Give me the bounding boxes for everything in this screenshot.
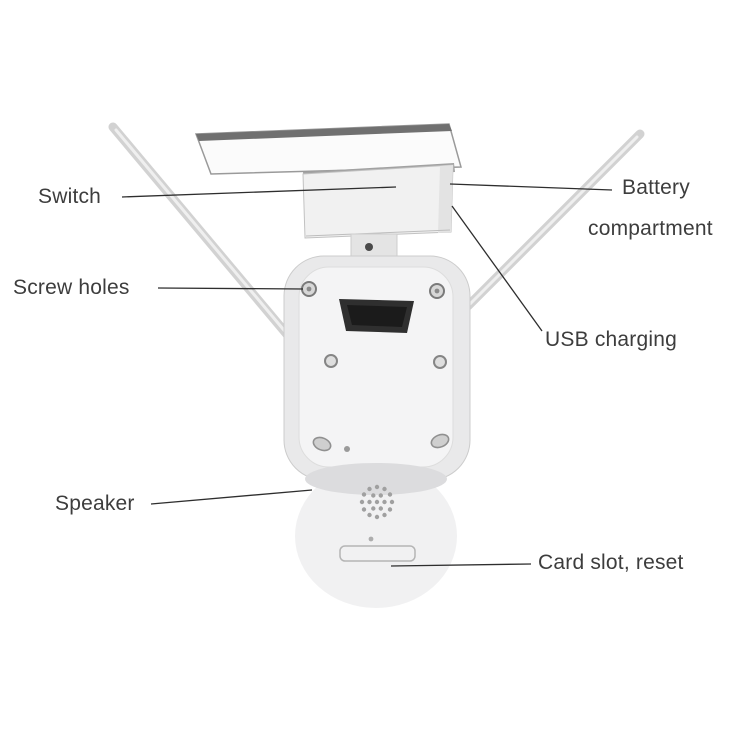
label-card-slot-reset: Card slot, reset bbox=[538, 551, 684, 574]
label-screw-holes: Screw holes bbox=[13, 276, 130, 299]
label-battery-compartment-line1: Battery bbox=[622, 176, 690, 199]
camera-body bbox=[283, 255, 471, 481]
leader-line-card-slot bbox=[390, 563, 532, 567]
antenna-left bbox=[108, 122, 295, 343]
leader-line-usb bbox=[451, 205, 543, 332]
mount-slot bbox=[339, 299, 414, 333]
leader-lines bbox=[121, 183, 613, 567]
speaker-grill bbox=[359, 484, 395, 520]
screw-hole-mid-right bbox=[433, 355, 447, 369]
leader-line-screw-holes bbox=[157, 287, 304, 290]
label-battery-compartment-line2: compartment bbox=[588, 217, 713, 240]
battery-compartment bbox=[302, 164, 454, 239]
camera-dome bbox=[295, 463, 457, 608]
leader-line-switch bbox=[121, 186, 397, 198]
screw-hole-bottom-left bbox=[312, 436, 332, 452]
pin-hole bbox=[344, 446, 350, 452]
label-switch: Switch bbox=[38, 185, 102, 208]
leader-line-speaker bbox=[150, 489, 313, 505]
leader-line-battery bbox=[449, 183, 613, 191]
antenna-right bbox=[463, 129, 645, 311]
screw-hole-top-right bbox=[429, 283, 445, 299]
screw-hole-top-left bbox=[301, 281, 317, 297]
screw-hole-bottom-right bbox=[430, 433, 450, 449]
card-slot bbox=[339, 536, 416, 562]
screw-hole-mid-left bbox=[324, 354, 338, 368]
label-usb-charging: USB charging bbox=[545, 328, 677, 351]
label-speaker: Speaker bbox=[55, 492, 135, 515]
